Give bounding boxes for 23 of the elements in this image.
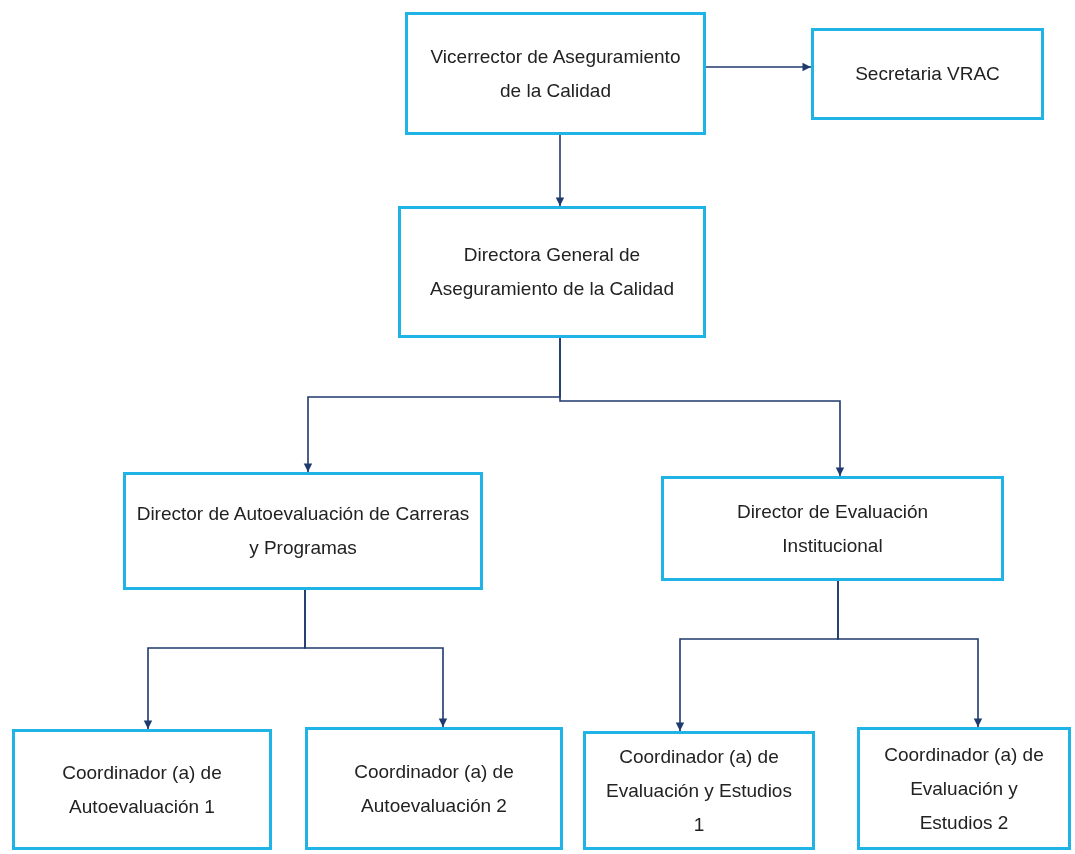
arrow	[559, 337, 845, 477]
role-title: Coordinador (a) de Autoevaluación 2	[353, 759, 515, 818]
org-box	[12, 729, 272, 850]
arrow	[705, 62, 812, 72]
arrow	[837, 580, 983, 728]
org-box	[305, 727, 563, 850]
arrow	[304, 589, 448, 728]
role-title: Coordinador (a) de Evaluación y Estudios 1	[606, 744, 792, 837]
role-title: Director de Evaluación Institucional	[735, 499, 930, 558]
org-box	[661, 476, 1004, 581]
org-box	[398, 206, 706, 338]
role-title: Director de Autoevaluación de Carreras y Programas	[136, 502, 470, 560]
role-title: Secretaria VRAC	[855, 62, 1000, 86]
role-title: Coordinador (a) de Evaluación y Estudios 2	[883, 742, 1045, 835]
role-title: Vicerrector de Aseguramiento de la Calidad	[429, 44, 682, 103]
role-title: Directora General de Aseguramiento de la Calidad	[429, 243, 675, 301]
arrow	[555, 134, 565, 207]
org-box	[857, 727, 1071, 850]
org-box	[811, 28, 1044, 120]
org-box	[583, 731, 815, 850]
org-box	[123, 472, 483, 590]
role-title: Coordinador (a) de Autoevaluación 1	[61, 760, 223, 819]
org-box	[405, 12, 706, 135]
